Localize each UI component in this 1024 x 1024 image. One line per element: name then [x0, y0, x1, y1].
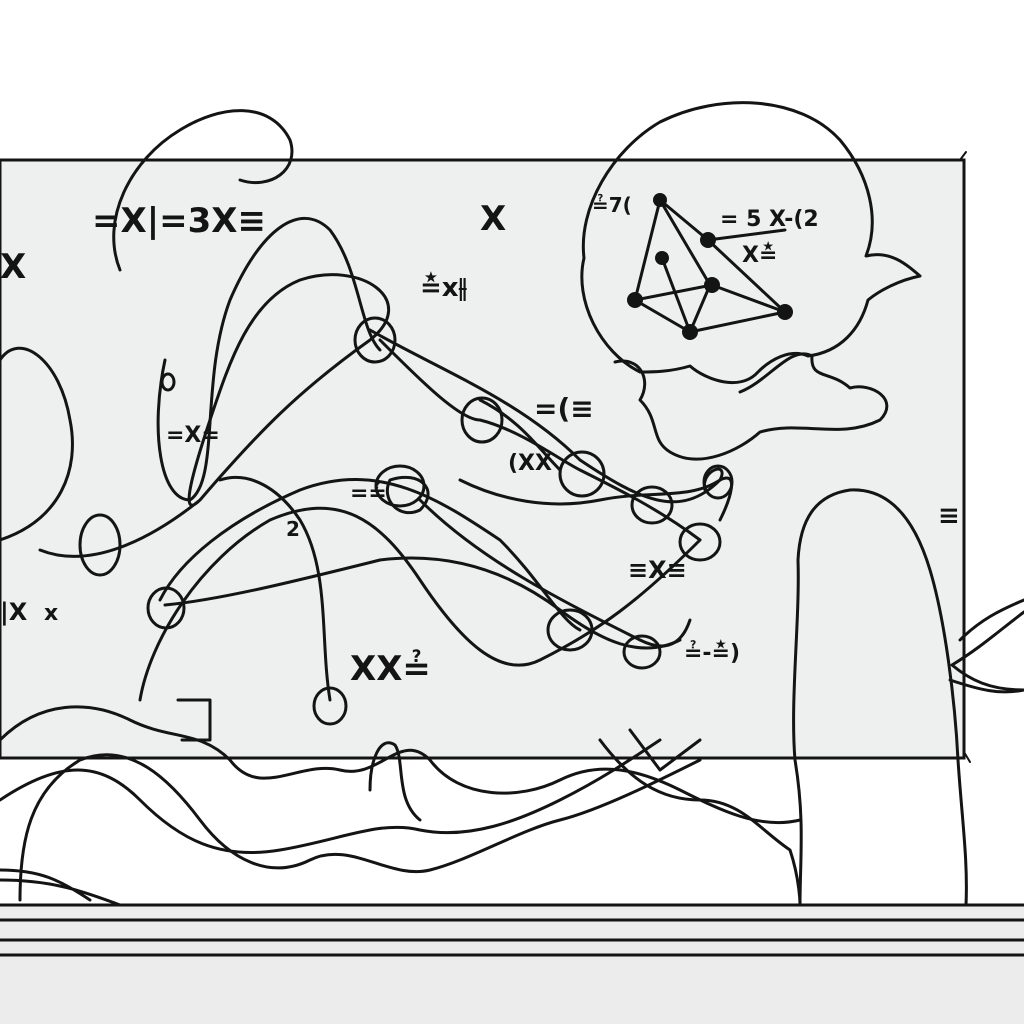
writing-13: ≟-≛) [684, 638, 740, 666]
whiteboard [0, 158, 966, 760]
writing-4: ≟7( [592, 193, 632, 217]
writing-10: =X= [166, 423, 220, 448]
writing-15: =≟ [350, 480, 387, 506]
writing-6: X≛ [742, 240, 777, 268]
tangled-string [0, 109, 734, 702]
thought-bubble [580, 101, 922, 385]
writing-16: 2 [286, 517, 300, 541]
writing-8: (XX [508, 451, 552, 476]
writing-1: X [480, 199, 506, 239]
writing-0: =X|=3X≡ [92, 201, 266, 241]
writing-2: X [0, 247, 26, 287]
loop-knots [78, 316, 734, 742]
desk-edge-lines [0, 903, 1024, 957]
writing-3: ≛x⫲ [420, 270, 468, 303]
floor-band [0, 905, 1024, 1024]
writing-5: = 5 X-(2 [720, 207, 819, 232]
beak-shape [950, 610, 1024, 692]
writing-14: ≡ [938, 501, 960, 531]
writing-11: XX≟ [350, 649, 431, 689]
writing-7: =(≡ [534, 392, 594, 425]
network-doodle [627, 193, 793, 340]
writing-9: ≡X≡ [628, 556, 687, 584]
writing-17: x [44, 601, 58, 626]
cloud-blob [613, 352, 889, 461]
audience-waves [0, 705, 802, 907]
student-silhouette [792, 488, 968, 907]
whiteboard-corner-tick [959, 151, 971, 763]
writing-12: |X [0, 598, 28, 626]
board-writing: =X|=3X≡ X X ≛x⫲ ≟7( = 5 X-(2 X≛ =(≡ (XX … [0, 193, 960, 689]
